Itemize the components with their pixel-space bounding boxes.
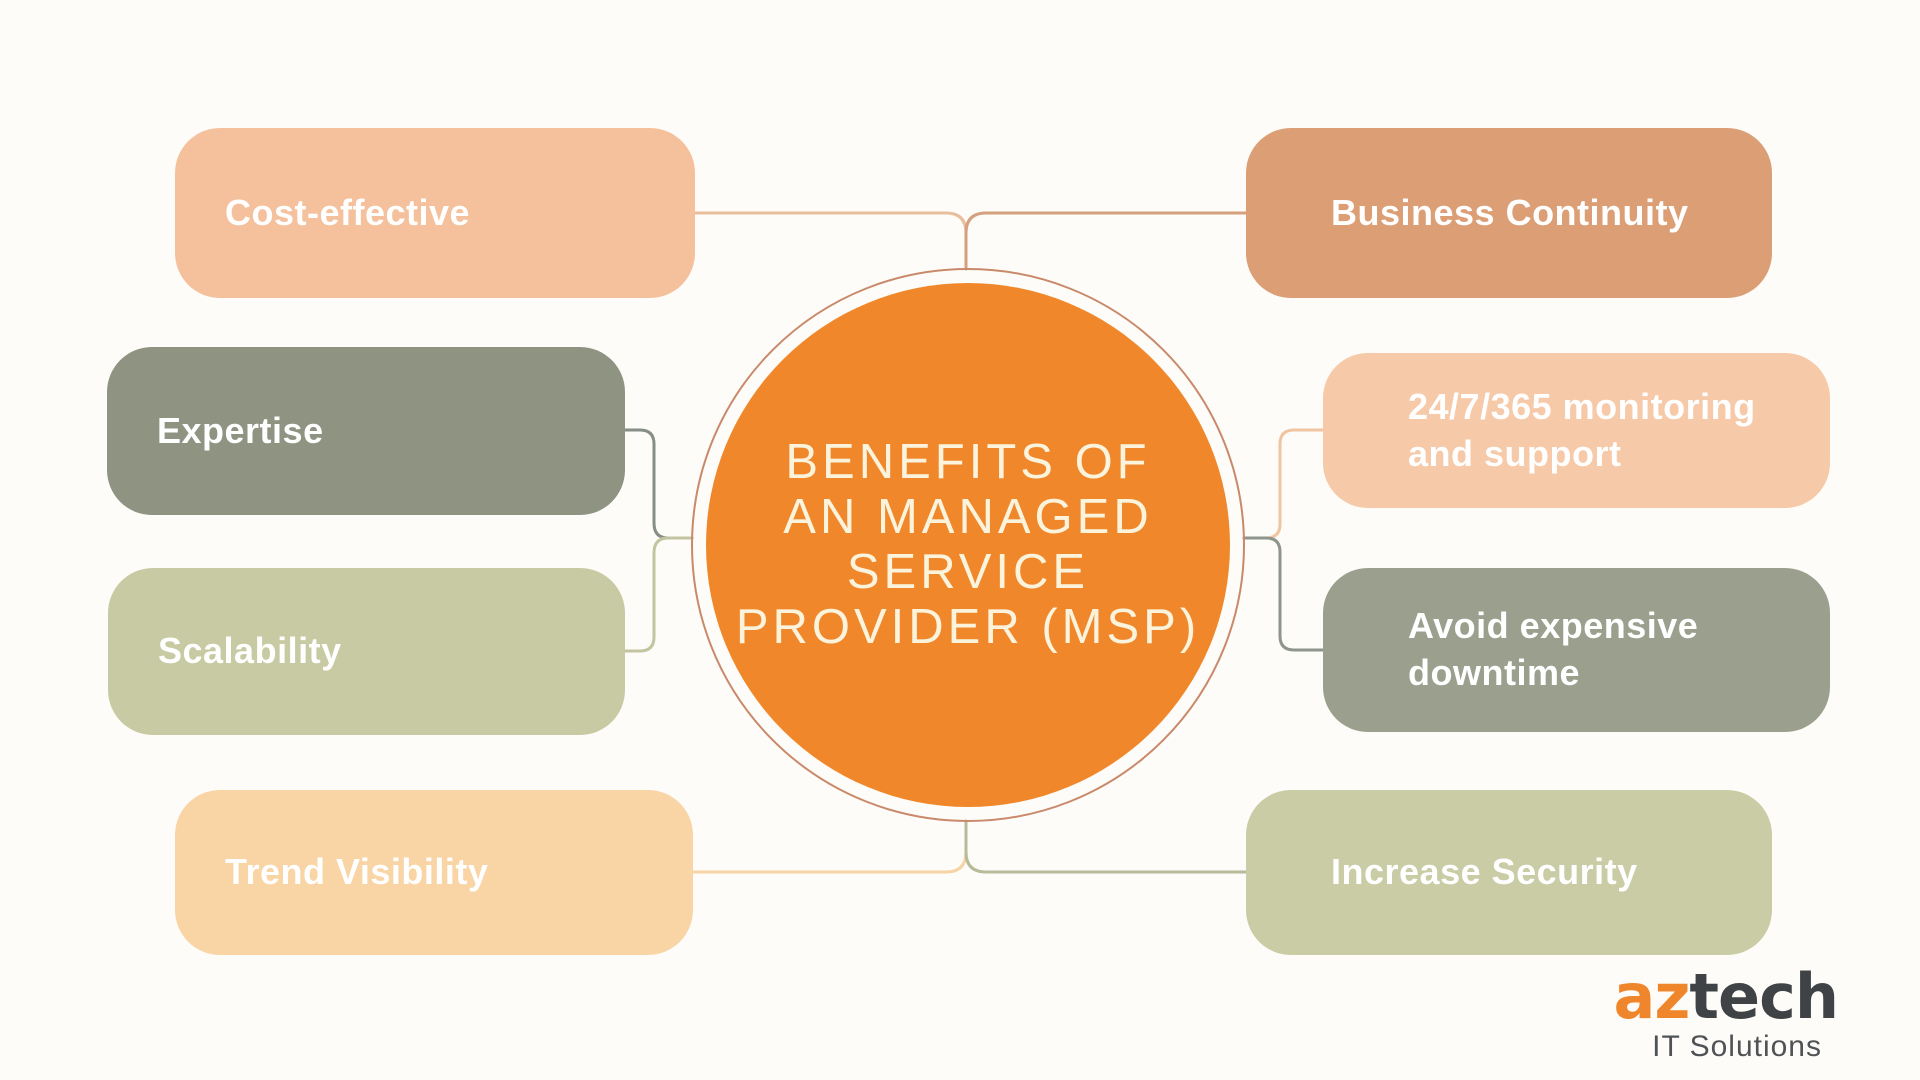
benefit-box-247-monitoring: 24/7/365 monitoring and support [1323,353,1830,508]
benefit-box-trend-visibility: Trend Visibility [175,790,693,955]
benefit-label: Cost-effective [225,191,471,233]
aztech-logo-wordmark: aztech [1613,966,1839,1028]
connector-top-right [964,211,1248,271]
benefit-label: Expertise [157,409,324,451]
benefit-label: Business Continuity [1331,191,1689,233]
connector-right-upper [1242,428,1325,540]
center-circle-ring [691,268,1245,822]
connector-left-upper [623,428,694,540]
logo-az-text: az [1613,960,1690,1033]
center-circle: BENEFITS OF AN MANAGED SERVICE PROVIDER … [706,283,1230,807]
connector-right-lower [1242,536,1325,652]
connector-left-lower [623,536,694,653]
title-line: AN MANAGED [783,490,1153,544]
logo-tech-text: tech [1689,960,1839,1033]
benefit-label: Trend Visibility [225,851,489,893]
benefit-label: Scalability [158,630,342,672]
logo-tagline: IT Solutions [1652,1030,1822,1063]
connector-bottom-left [691,819,968,874]
connector-bottom-right [964,819,1248,874]
benefit-box-scalability: Scalability [108,568,625,735]
title-line: BENEFITS OF [785,435,1151,489]
diagram-title: BENEFITS OF AN MANAGED SERVICE PROVIDER … [736,435,1200,655]
benefit-box-avoid-downtime: Avoid expensive downtime [1323,568,1830,732]
title-line: SERVICE [846,545,1090,599]
benefit-label: Increase Security [1331,851,1638,893]
connector-top-left [693,211,968,271]
benefit-label: Avoid expensive downtime [1408,605,1699,693]
benefit-box-business-continuity: Business Continuity [1246,128,1772,298]
benefit-label: 24/7/365 monitoring and support [1408,385,1756,474]
benefit-box-expertise: Expertise [107,347,625,515]
benefit-box-cost-effective: Cost-effective [175,128,695,298]
aztech-logo: aztech IT Solutions [1613,966,1839,1064]
benefit-box-increase-security: Increase Security [1246,790,1772,955]
title-line: PROVIDER (MSP) [735,600,1201,654]
